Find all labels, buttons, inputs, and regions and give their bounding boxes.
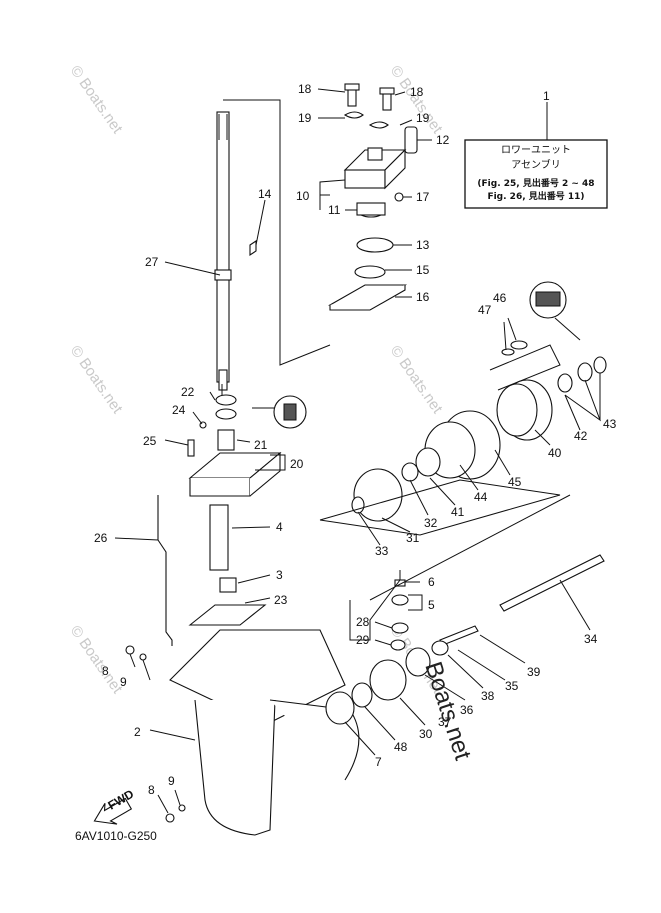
callout-21: 21	[254, 438, 268, 452]
callout-labels: 18 18 19 19 12 10 17 11 13 15 16 14 27 2…	[94, 82, 617, 797]
callout-31: 31	[406, 531, 420, 545]
callout-34: 34	[584, 632, 598, 646]
water-pump-parts	[327, 83, 418, 311]
callout-28: 28	[356, 615, 370, 629]
callout-15: 15	[416, 263, 430, 277]
callout-8: 8	[148, 783, 155, 797]
callout-18: 18	[410, 85, 424, 99]
callout-11: 11	[328, 203, 341, 217]
callout-40: 40	[548, 446, 562, 460]
callout-44: 44	[474, 490, 488, 504]
callout-5: 5	[428, 598, 435, 612]
callout-38: 38	[481, 689, 495, 703]
assembly-ref-line3: (Fig. 25, 見出番号 2 ~ 48	[477, 177, 594, 189]
assembly-title-line2: アセンブリ	[511, 158, 561, 171]
callout-19: 19	[416, 111, 430, 125]
callout-2: 2	[134, 725, 141, 739]
callout-12: 12	[436, 133, 450, 147]
assembly-ref-line4: Fig. 26, 見出番号 11)	[487, 190, 584, 202]
watermark-text: © Boats.net	[387, 343, 446, 418]
watermark-text: © Boats.net	[67, 623, 126, 698]
callout-36: 36	[460, 703, 474, 717]
leader-lines	[114, 88, 602, 814]
assembly-info-box: 1 ロワーユニット アセンブリ (Fig. 25, 見出番号 2 ~ 48 Fi…	[464, 89, 608, 209]
callout-42: 42	[574, 429, 588, 443]
propeller-shaft-and-gears	[325, 494, 605, 725]
callout-43: 43	[603, 417, 617, 431]
callout-26: 26	[94, 531, 108, 545]
callout-14: 14	[258, 187, 272, 201]
callout-17: 17	[416, 190, 430, 204]
callout-33: 33	[375, 544, 389, 558]
callout-35: 35	[505, 679, 519, 693]
callout-20: 20	[290, 457, 304, 471]
callout-29: 29	[356, 633, 370, 647]
callout-6: 6	[428, 575, 435, 589]
callout-3: 3	[276, 568, 283, 582]
callout-18: 18	[298, 82, 312, 96]
propeller-shaft-housing-parts	[319, 281, 607, 536]
watermark-text: © Boats.net	[67, 343, 126, 418]
callout-23: 23	[274, 593, 288, 607]
callout-1: 1	[543, 89, 550, 103]
callout-4: 4	[276, 520, 283, 534]
callout-47: 47	[478, 303, 492, 317]
callout-37: 37	[438, 715, 452, 729]
callout-27: 27	[145, 255, 159, 269]
callout-13: 13	[416, 238, 430, 252]
watermark-text: © Boats.net	[387, 63, 446, 138]
callout-7: 7	[375, 755, 382, 769]
callout-10: 10	[296, 189, 310, 203]
callout-9: 9	[120, 675, 127, 689]
fwd-arrow: FWD	[93, 787, 136, 825]
callout-45: 45	[508, 475, 522, 489]
callout-16: 16	[416, 290, 430, 304]
callout-46: 46	[493, 291, 507, 305]
callout-9: 9	[168, 774, 175, 788]
callout-22: 22	[181, 385, 195, 399]
callout-19: 19	[298, 111, 312, 125]
drive-shaft	[214, 111, 232, 391]
assembly-title-line1: ロワーユニット	[501, 145, 571, 156]
callout-30: 30	[419, 727, 433, 741]
watermark-text: © Boats.net	[67, 63, 126, 138]
callout-24: 24	[172, 403, 186, 417]
callout-25: 25	[143, 434, 157, 448]
shift-rod-and-tubes	[157, 495, 267, 646]
callout-48: 48	[394, 740, 408, 754]
callout-8: 8	[102, 664, 109, 678]
callout-41: 41	[451, 505, 465, 519]
driveshaft-housing-parts	[187, 239, 307, 497]
callout-32: 32	[424, 516, 438, 530]
callout-39: 39	[527, 665, 541, 679]
figure-code: 6AV1010-G250	[75, 829, 157, 843]
